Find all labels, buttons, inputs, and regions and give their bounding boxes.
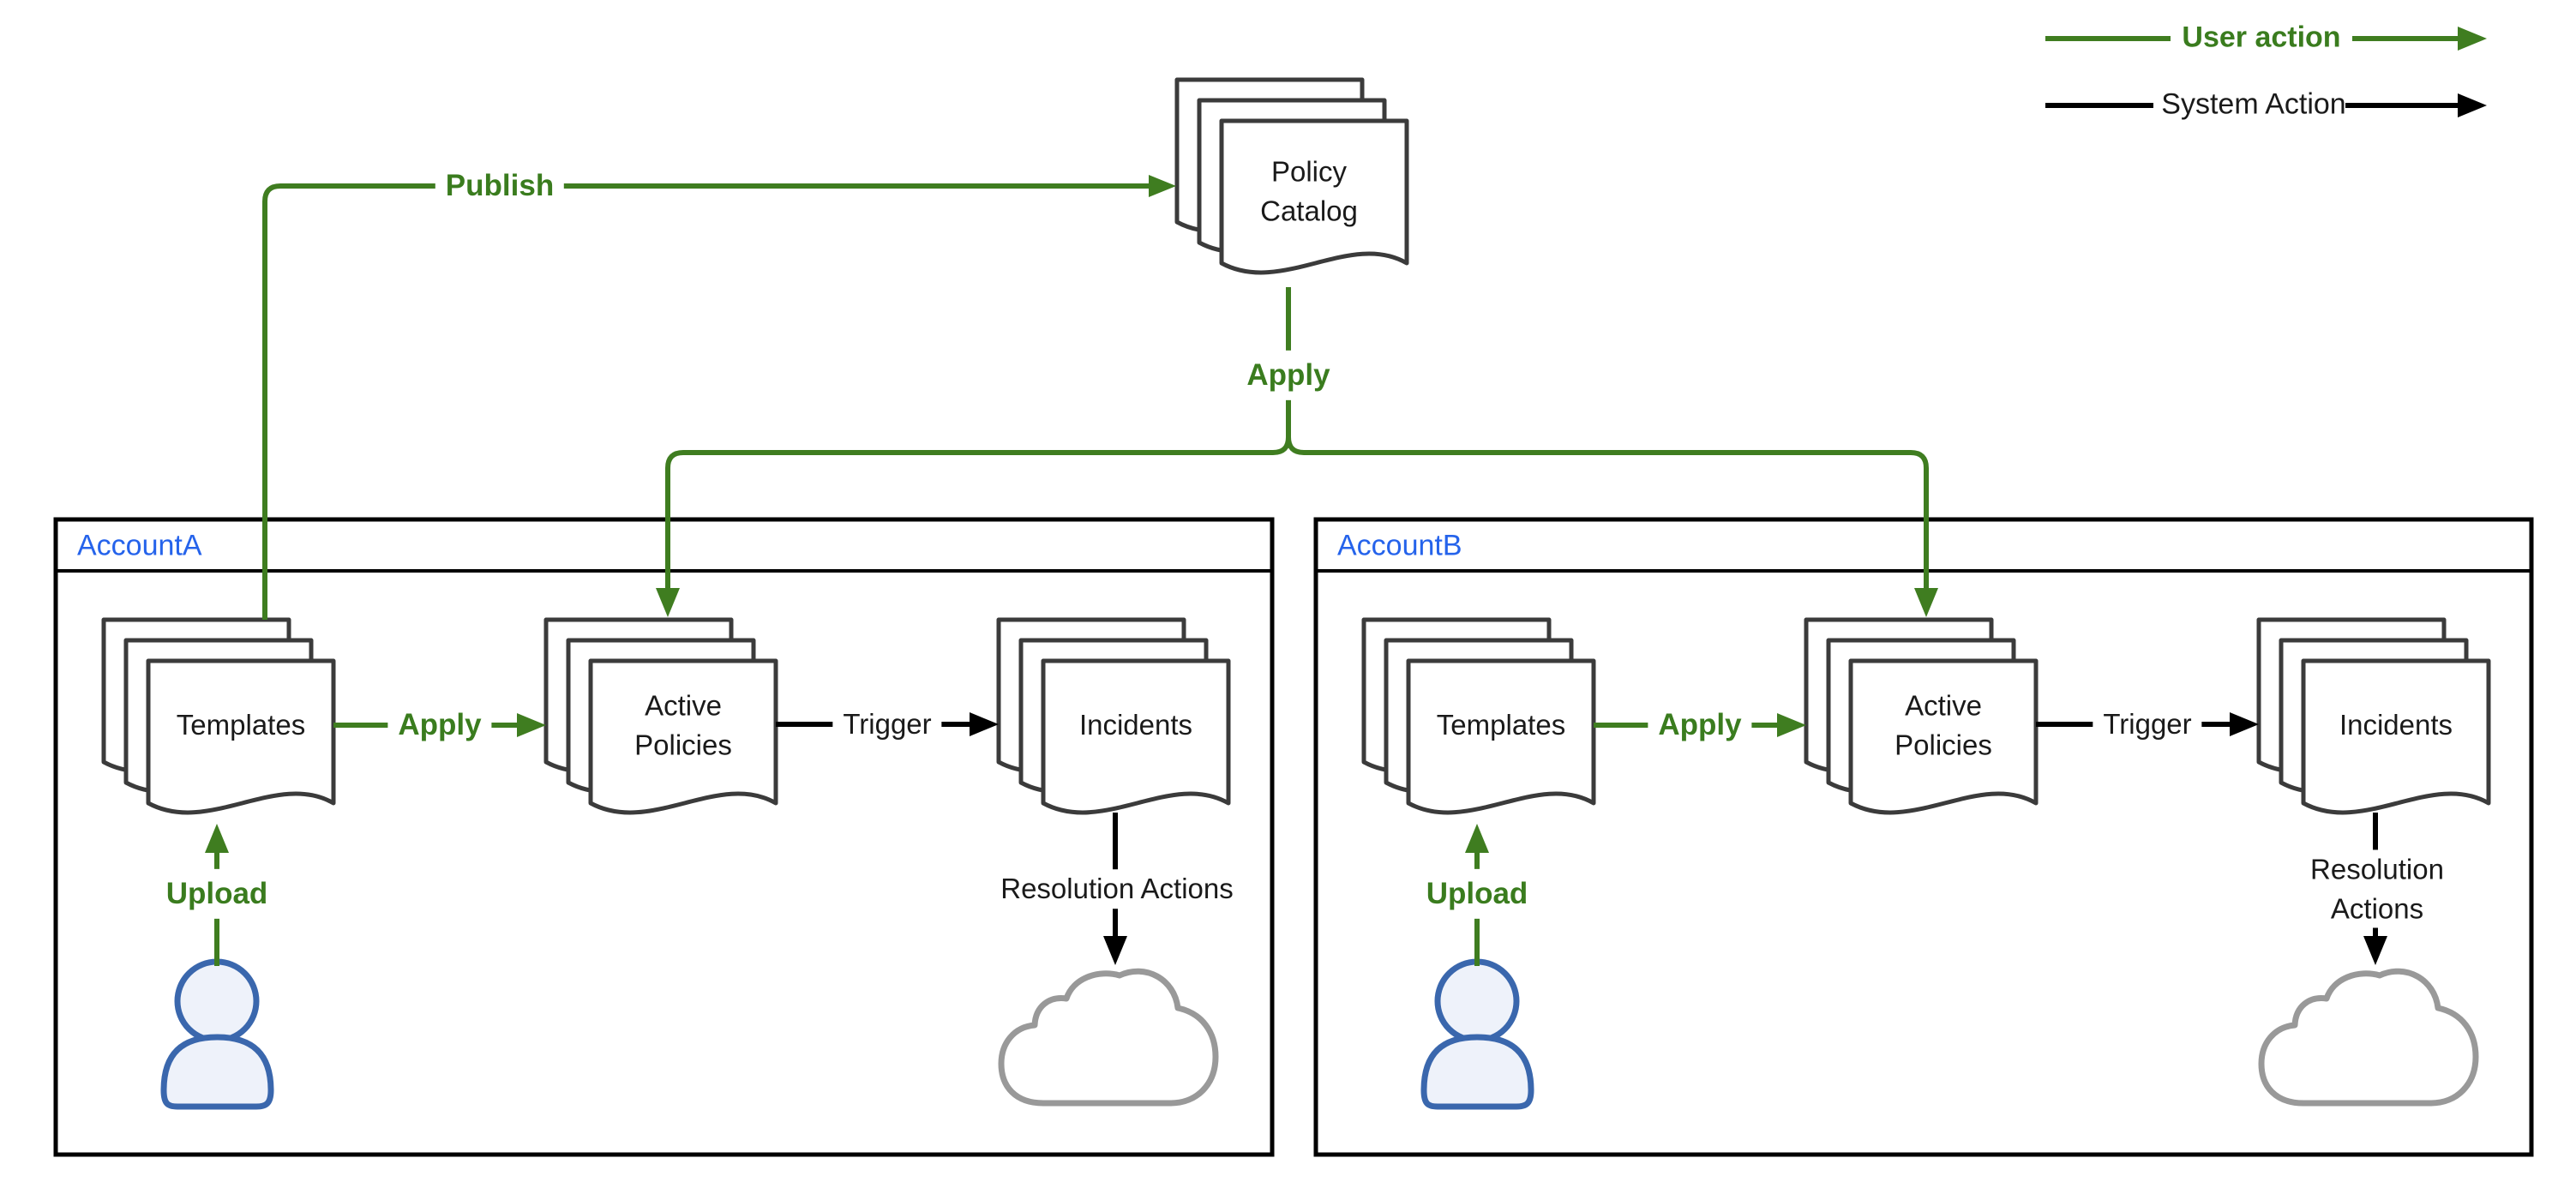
legend-user-action-arrow	[2045, 27, 2487, 51]
trigger-label-b: Trigger	[2093, 705, 2202, 744]
active-policies-label-a: Active Policies	[634, 689, 732, 760]
legend-system-action-label: System Action	[2161, 87, 2346, 121]
legend-system-action-arrow	[2045, 93, 2487, 117]
policy-catalog-label: Policy Catalog	[1260, 155, 1358, 226]
apply-catalog-label: Apply	[1238, 350, 1339, 401]
upload-label-b: Upload	[1417, 868, 1537, 920]
trigger-label-a: Trigger	[832, 705, 942, 744]
apply-label-b: Apply	[1648, 704, 1752, 747]
publish-label: Publish	[435, 165, 565, 207]
publish-arrow	[262, 175, 1176, 620]
legend-user-action-label: User action	[2182, 21, 2341, 54]
templates-label-a: Templates	[176, 709, 306, 741]
apply-label-a: Apply	[387, 704, 492, 747]
upload-label-a: Upload	[157, 868, 277, 920]
account-a-label: AccountA	[77, 529, 202, 562]
resolution-actions-label-a: Resolution Actions	[990, 869, 1244, 909]
templates-label-b: Templates	[1436, 709, 1566, 741]
resolution-actions-label-b: Resolution Actions	[2278, 849, 2477, 928]
account-b-label: AccountB	[1337, 529, 1462, 562]
active-policies-label-b: Active Policies	[1894, 689, 1992, 760]
incidents-label-b: Incidents	[2339, 709, 2453, 741]
incidents-label-a: Incidents	[1078, 709, 1193, 741]
